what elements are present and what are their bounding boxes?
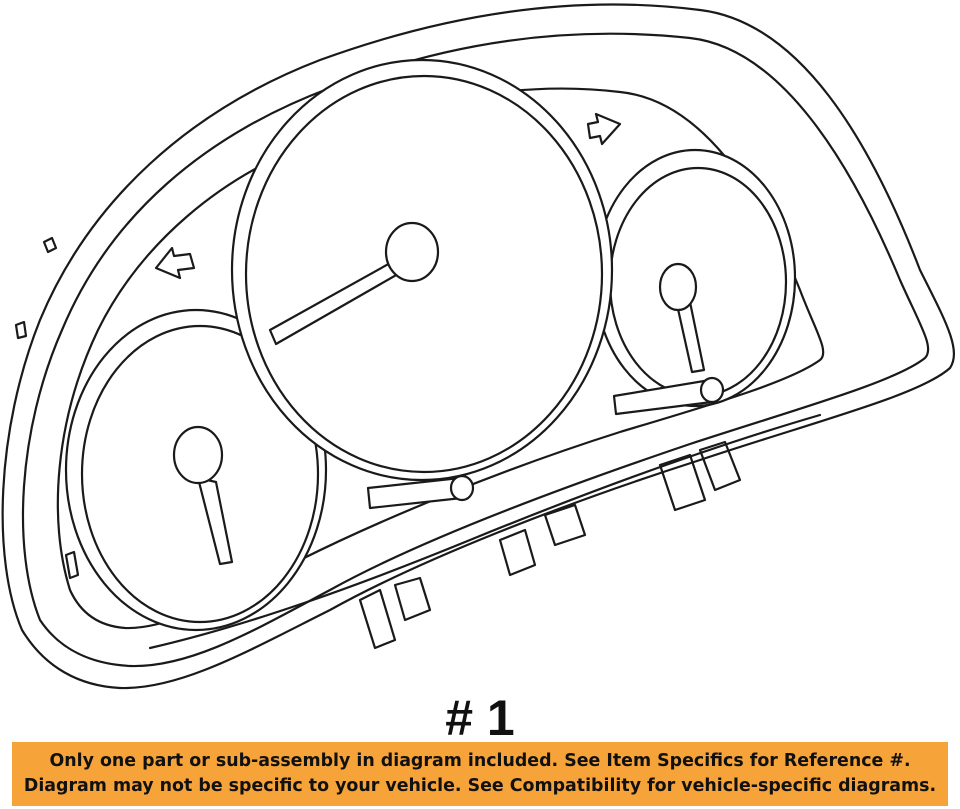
notice-line-1: Only one part or sub-assembly in diagram… <box>49 751 911 771</box>
right-turn-arrow-icon <box>586 112 622 146</box>
mounting-tab-6 <box>698 440 742 492</box>
left-turn-arrow-icon <box>154 246 196 280</box>
mounting-tab-4 <box>543 503 587 547</box>
cluster-housing-outline <box>1 3 955 690</box>
lower-edge-rail <box>148 413 822 650</box>
left-gauge-needle <box>196 476 234 566</box>
housing-notch-lower <box>64 550 80 580</box>
speedometer-face <box>244 74 604 474</box>
housing-notch-mid <box>14 320 28 340</box>
left-gauge-hub <box>172 425 224 485</box>
instrument-cluster-diagram <box>1 3 955 690</box>
trip-reset-knob-right-cap <box>699 376 725 404</box>
notice-line-2: Diagram may not be specific to your vehi… <box>23 776 937 796</box>
left-gauge-face <box>80 324 320 624</box>
trip-reset-knob-left-cap <box>449 474 475 502</box>
part-number-label: # 1 <box>445 690 515 746</box>
speedometer-hub <box>384 221 440 283</box>
mounting-tab-5 <box>658 453 707 512</box>
housing-notch-upper <box>42 236 58 254</box>
notice-banner: Only one part or sub-assembly in diagram… <box>12 742 948 806</box>
mounting-tab-3 <box>498 528 537 577</box>
mounting-tab-2 <box>393 576 432 622</box>
trip-reset-knob-left <box>366 476 464 510</box>
mounting-tab-1 <box>358 588 397 650</box>
right-gauge-hub <box>658 262 698 312</box>
